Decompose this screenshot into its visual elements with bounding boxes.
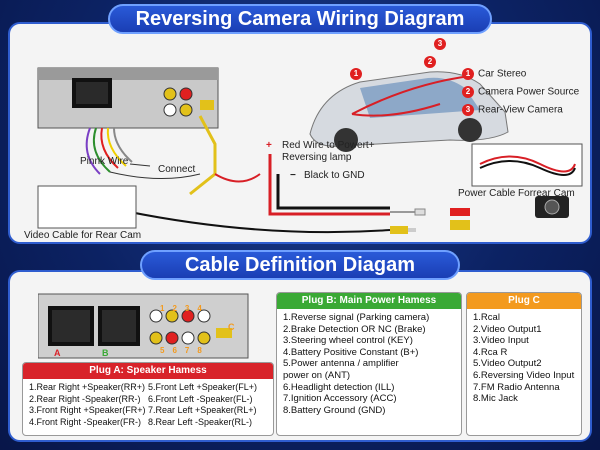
legend-label: Rear-View Camera <box>478 104 563 116</box>
list-item: 5.Front Left +Speaker(FL+) <box>148 382 258 392</box>
list-item: 7.FM Radio Antenna <box>473 381 560 393</box>
plug-b-title: Plug B: Main Power Hamess <box>277 293 461 309</box>
legend-num: 1 <box>462 68 474 80</box>
plug-c-list: 1.Rcal 2.Video Output1 3.Video Input 4.R… <box>467 309 581 408</box>
plug-a-right-col: 5.Front Left +Speaker(FL+) 6.Front Left … <box>148 382 267 428</box>
stereo-back-view <box>38 293 249 359</box>
plus-sign: + <box>266 140 272 151</box>
rca-numbers-top: 1234 <box>160 304 210 313</box>
cable-definition-title: Cable Definition Diagam <box>140 250 460 280</box>
legend-item-3: 3 Rear-View Camera <box>462 104 563 116</box>
car-marker-2: 2 <box>424 56 436 68</box>
list-item: 4.Front Right -Speaker(FR-) <box>29 416 142 427</box>
red-wire-label-1: Red Wire to Powert+ <box>282 140 375 151</box>
video-cable-label: Video Cable for Rear Cam <box>24 230 142 241</box>
legend-num: 3 <box>462 104 474 116</box>
plug-a-box: Plug A: Speaker Hamess 1.Rear Right +Spe… <box>22 362 274 436</box>
legend-item-1: 1 Car Stereo <box>462 68 526 80</box>
pink-wire-label: Pinnk Wire <box>80 156 129 167</box>
list-item: 2.Rear Right -Speaker(RR-) <box>29 393 141 404</box>
list-item: 1.Reverse signal (Parking camera) <box>283 312 430 323</box>
list-item: 1.Rcal <box>473 312 500 323</box>
legend-label: Car Stereo <box>478 68 527 80</box>
list-item: 8.Mic Jack <box>473 393 518 405</box>
list-item: 6.Front Left -Speaker(FL-) <box>148 393 253 404</box>
plug-c-tag: C <box>228 322 235 332</box>
rear-camera <box>450 196 569 230</box>
list-item: 2.Brake Detection OR NC (Brake) <box>283 323 426 335</box>
wiring-illustration <box>37 67 583 234</box>
list-item: 5.Power antenna / amplifier <box>283 358 399 370</box>
car-stereo-unit <box>37 67 219 129</box>
car-marker-1: 1 <box>350 68 362 80</box>
red-wire-label-2: Reversing lamp <box>282 152 352 163</box>
car-marker-3: 3 <box>434 38 446 50</box>
wiring-title: Reversing Camera Wiring Diagram <box>108 4 492 34</box>
plug-a-tag: A <box>54 348 61 358</box>
minus-sign: − <box>290 170 296 181</box>
list-item: 5.Video Output2 <box>473 358 542 370</box>
list-item: 7.Rear Left +Speaker(RL+) <box>148 405 257 416</box>
plug-a-title: Plug A: Speaker Hamess <box>23 363 273 379</box>
list-item: 4.Rca R <box>473 346 508 358</box>
list-item: 8.Battery Ground (GND) <box>283 404 386 416</box>
list-item: 4.Battery Positive Constant (B+) <box>283 346 419 358</box>
plug-b-list: 1.Reverse signal (Parking camera) 2.Brak… <box>277 309 461 419</box>
cable-definition-panel: 1234 5678 A B C Plug A: Speaker Hamess 1… <box>8 270 592 442</box>
list-item: 8.Rear Left -Speaker(RL-) <box>148 416 253 427</box>
plug-c-box: Plug C 1.Rcal 2.Video Output1 3.Video In… <box>466 292 582 436</box>
list-item: 3.Steering wheel control (KEY) <box>283 335 413 347</box>
list-item: 6.Headlight detection (ILL) <box>283 381 395 393</box>
list-item: 7.Ignition Accessory (ACC) <box>283 393 397 405</box>
plug-c-title: Plug C <box>467 293 581 309</box>
list-item: power on (ANT) <box>283 369 351 381</box>
plug-b-tag: B <box>102 348 109 358</box>
speaker-harness-wires <box>85 127 133 175</box>
list-item: 3.Front Right +Speaker(FR+) <box>29 405 146 416</box>
car-illustration <box>309 71 509 152</box>
black-gnd-label: Black to GND <box>304 170 365 181</box>
list-item: 6.Reversing Video Input <box>473 369 575 381</box>
plug-a-list: 1.Rear Right +Speaker(RR+) 2.Rear Right … <box>23 379 273 431</box>
legend-item-2: 2 Camera Power Source <box>462 86 579 98</box>
legend-num: 2 <box>462 86 474 98</box>
list-item: 1.Rear Right +Speaker(RR+) <box>29 382 146 392</box>
connect-label: Connect <box>158 164 196 175</box>
list-item: 2.Video Output1 <box>473 323 542 335</box>
legend-label: Camera Power Source <box>478 86 580 98</box>
plug-a-left-col: 1.Rear Right +Speaker(RR+) 2.Rear Right … <box>29 382 148 428</box>
list-item: 3.Video Input <box>473 335 529 347</box>
rca-numbers-bottom: 5678 <box>160 346 210 355</box>
plug-b-box: Plug B: Main Power Hamess 1.Reverse sign… <box>276 292 462 436</box>
power-cable-label: Power Cable Forrear Cam <box>458 188 575 199</box>
